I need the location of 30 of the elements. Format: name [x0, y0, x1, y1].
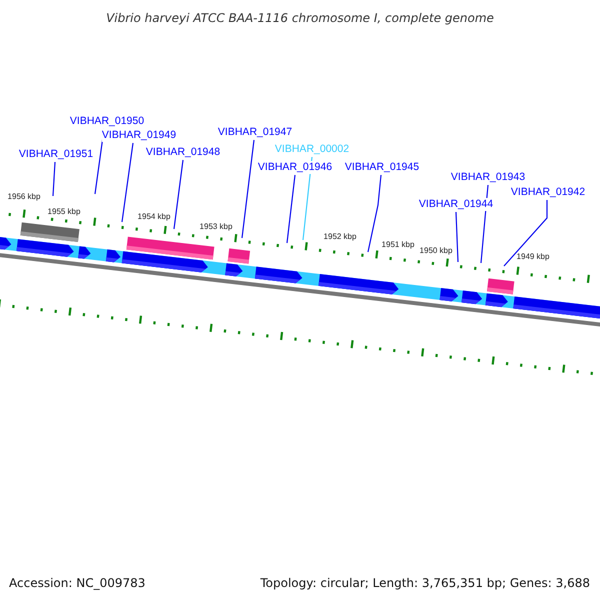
gene-label: VIBHAR_01943	[450, 171, 526, 184]
scale-label: 1955 kbp	[48, 207, 80, 217]
footer-text: Accession: NC_009783	[9, 575, 146, 592]
scale-label: 1952 kbp	[324, 232, 356, 242]
gene-label: VIBHAR_01942	[510, 186, 586, 199]
scale-label: 1956 kbp	[8, 192, 40, 202]
leader-line	[504, 200, 548, 266]
footer-text: Topology: circular; Length: 3,765,351 bp; Genes: 3,688	[260, 575, 590, 592]
gene-label: VIBHAR_01947	[218, 126, 292, 139]
gene-label: VIBHAR_01950	[70, 115, 144, 128]
scale-label: 1949 kbp	[516, 252, 550, 262]
leader-line	[367, 174, 382, 252]
gene-label: VIBHAR_01949	[102, 129, 176, 142]
leader-line	[455, 212, 459, 262]
leader-line	[121, 142, 134, 222]
diagram-title: Vibrio harveyi ATCC BAA-1116 chromosome I, complete genome	[105, 10, 495, 27]
scale-label: 1953 kbp	[200, 222, 232, 232]
gene-label: VIBHAR_00002	[274, 143, 350, 156]
scale-label: 1951 kbp	[382, 240, 414, 250]
scale-label: 1954 kbp	[138, 212, 170, 222]
leader-line	[241, 140, 255, 238]
gene-label: VIBHAR_01944	[418, 198, 494, 211]
leader-line	[173, 160, 184, 230]
leader-line	[286, 174, 296, 244]
gene-label: VIBHAR_01951	[18, 148, 94, 161]
leader-line	[52, 162, 56, 196]
gene-label: VIBHAR_01948	[146, 146, 220, 159]
gene-label: VIBHAR_01945	[344, 161, 420, 174]
scale-label: 1950 kbp	[420, 246, 452, 256]
gene-label: VIBHAR_01946	[258, 161, 332, 174]
